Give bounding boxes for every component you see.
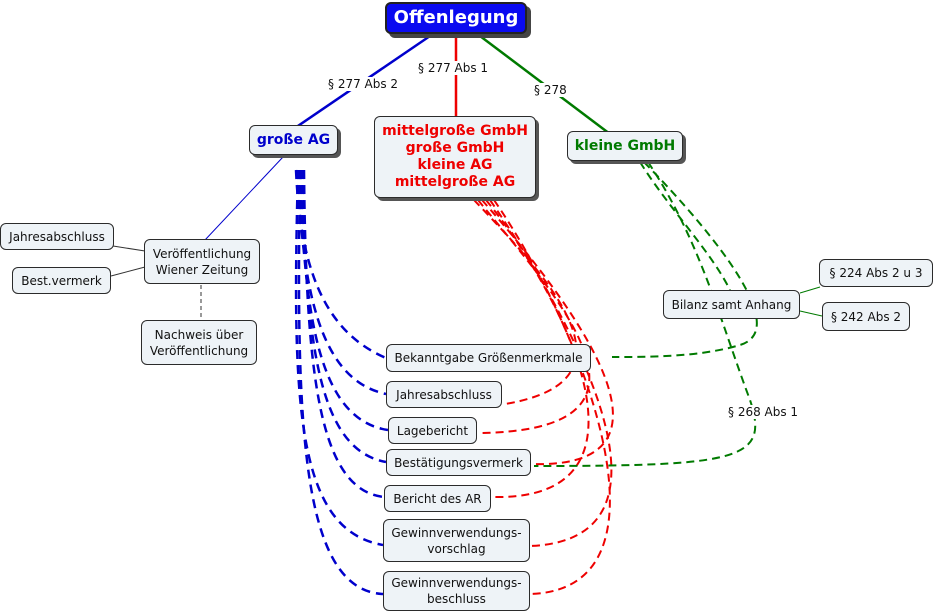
edge-green-bekanntgabe <box>611 161 758 358</box>
doc-gewinnverwendungsbeschluss[interactable]: Gewinnverwendungs- beschluss <box>383 571 530 611</box>
red-dashed-edges <box>473 199 614 595</box>
doc-bericht-des-ar[interactable]: Bericht des AR <box>384 485 491 512</box>
edge-red-bericht-ar <box>485 199 590 499</box>
edge-label-277-abs-1: § 277 Abs 1 <box>418 61 489 75</box>
node-bilanz-samt-anhang[interactable]: Bilanz samt Anhang <box>663 290 800 319</box>
category-middle-group[interactable]: mittelgroße GmbH große GmbH kleine AG mi… <box>374 116 536 198</box>
edge-jahresabschluss-veroeffentlichung <box>112 245 146 252</box>
edge-bestvermerk-veroeffentlichung <box>110 266 146 277</box>
edge-red-vorschlag <box>489 199 613 547</box>
category-kleine-gmbh[interactable]: kleine GmbH <box>567 131 683 161</box>
edge-blue-bestaetigung <box>300 169 387 464</box>
node-paragraph-224[interactable]: § 224 Abs 2 u 3 <box>819 259 933 287</box>
category-grosse-ag[interactable]: große AG <box>249 125 338 155</box>
edge-bilanz-242 <box>799 310 823 317</box>
node-veroeffentlichung-wiener-zeitung[interactable]: Veröffentlichung Wiener Zeitung <box>144 239 260 284</box>
edge-blue-lagebericht <box>298 169 389 432</box>
doc-gewinnverwendungsvorschlag[interactable]: Gewinnverwendungs- vorschlag <box>383 519 530 562</box>
node-paragraph-242[interactable]: § 242 Abs 2 <box>822 302 910 331</box>
edge-bilanz-224 <box>799 286 821 294</box>
edge-grosse-ag-veroeffentlichung <box>204 156 284 241</box>
edge-blue-vorschlag <box>294 169 384 547</box>
edge-green-bilanz <box>639 161 731 291</box>
node-best-vermerk[interactable]: Best.vermerk <box>12 267 111 294</box>
doc-bekanntgabe-groessenmerkmale[interactable]: Bekanntgabe Größenmerkmale <box>386 344 591 372</box>
edge-green-bestaetigung <box>533 161 757 467</box>
node-nachweis-veroeffentlichung[interactable]: Nachweis über Veröffentlichung <box>141 320 257 365</box>
edge-label-268-abs-1: § 268 Abs 1 <box>728 405 799 419</box>
edge-blue-bericht-ar <box>302 169 385 499</box>
node-jahresabschluss-left[interactable]: Jahresabschluss <box>0 223 114 250</box>
edge-blue-beschluss <box>297 169 384 596</box>
root-node-offenlegung[interactable]: Offenlegung <box>385 2 527 34</box>
doc-lagebericht[interactable]: Lagebericht <box>388 417 477 444</box>
edge-blue-jahresabschluss <box>296 169 387 396</box>
edge-blue-bekanntgabe <box>294 169 387 360</box>
green-dashed-edges <box>533 161 758 467</box>
edge-label-277-abs-2: § 277 Abs 2 <box>328 77 399 91</box>
blue-dashed-edges <box>294 169 389 596</box>
edge-label-278: § 278 <box>534 83 567 97</box>
doc-jahresabschluss[interactable]: Jahresabschluss <box>386 381 502 408</box>
edge-red-jahresabschluss <box>473 199 578 405</box>
doc-bestaetigungsvermerk[interactable]: Bestätigungsvermerk <box>386 449 531 476</box>
